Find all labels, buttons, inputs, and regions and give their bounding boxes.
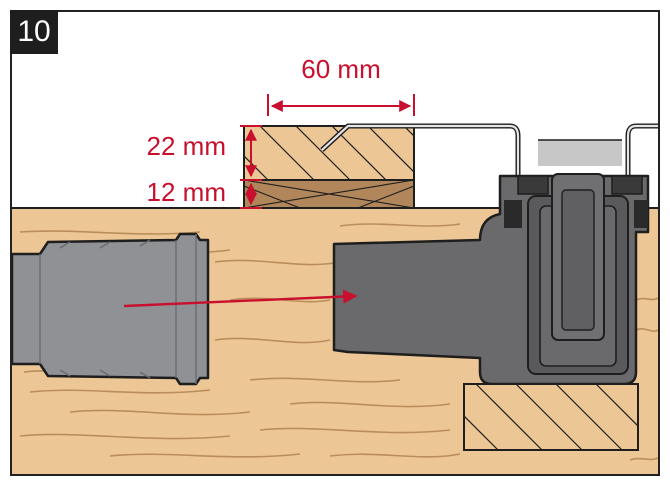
width-dimension — [267, 94, 415, 116]
drain-pipe — [12, 232, 210, 386]
upper-board — [243, 125, 415, 181]
thickness-dimension — [240, 125, 262, 209]
step-number-badge: 10 — [10, 10, 58, 54]
insertion-arrow — [123, 289, 358, 308]
seal-left — [504, 200, 522, 228]
seal-right — [634, 200, 648, 228]
width-dimension-label: 60 mm — [301, 54, 380, 84]
upper-thickness-label: 22 mm — [147, 131, 226, 161]
lower-thickness-label: 12 mm — [147, 177, 226, 207]
support-block — [463, 383, 639, 451]
drain-grate — [538, 140, 622, 166]
